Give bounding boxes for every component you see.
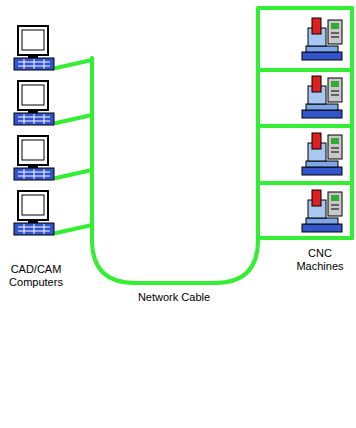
network-cable: [56, 8, 352, 283]
caption-label: CAD/CAM Computers: [2, 262, 70, 290]
cad-cam-computer-icons: [14, 26, 54, 235]
caption-label: Network Cable: [119, 290, 229, 305]
caption-label: CNC Machines: [288, 246, 352, 274]
cnc-machine-icons: [302, 18, 342, 232]
